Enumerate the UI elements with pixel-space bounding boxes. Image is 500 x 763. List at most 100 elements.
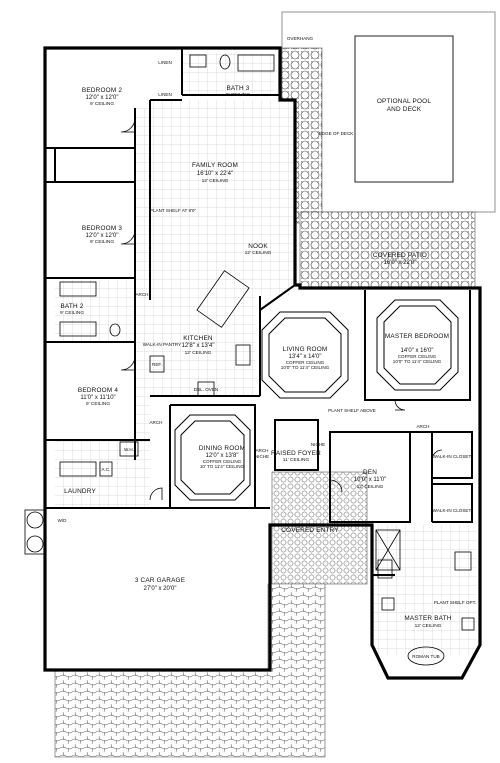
master-bedroom-ceiling2: 10'0" TO 11'4" CEILING	[393, 359, 442, 364]
patio-pavers	[299, 211, 476, 289]
walkin1-label: WALK-IN CLOSET	[433, 454, 472, 459]
ref-label: REF.	[152, 362, 162, 367]
coffer-master	[376, 299, 459, 391]
oven-label: DBL. OVEN	[194, 387, 219, 392]
dining-room-ceiling: COFFER CEILING	[203, 459, 242, 464]
bedroom4-ceiling: 9' CEILING	[86, 401, 110, 407]
garage-name: 3 CAR GARAGE	[135, 577, 185, 584]
family-room-ceiling: 12' CEILING	[202, 178, 229, 184]
label-living-room: LIVING ROOM 13'4" x 14'0" COFFER CEILING…	[281, 346, 330, 370]
label-bedroom3: BEDROOM 3 12'0" x 12'0" 9' CEILING	[82, 225, 122, 245]
coffer-living	[261, 311, 349, 399]
tile-bath3	[182, 53, 274, 95]
family-room-dims: 16'10" x 22'4"	[197, 171, 233, 177]
den-dims: 10'0" x 11'0"	[354, 477, 386, 483]
master-bath-ceiling: 12' CEILING	[415, 623, 442, 629]
label-covered-entry: COVERED ENTRY	[281, 527, 339, 534]
roman-tub	[407, 646, 445, 666]
plant-shelf-master-label: PLANT SHELF OPT.	[434, 600, 476, 605]
bedroom2-name: BEDROOM 2	[82, 87, 122, 94]
arch4-label: ARCH	[416, 424, 429, 429]
label-bedroom2: BEDROOM 2 12'0" x 12'0" 9' CEILING	[82, 87, 122, 107]
bedroom3-dims: 12'0" x 12'0"	[86, 233, 119, 239]
fixtures	[24, 54, 475, 666]
bath2-ceiling: 9' CEILING	[60, 310, 84, 316]
niche2-label: NICHE	[311, 442, 325, 447]
label-master-bedroom: MASTER BEDROOM 14'0" x 16'0" COFFER CEIL…	[385, 333, 449, 364]
label-dining-room: DINING ROOM 12'0" x 13'8" COFFER CEILING…	[199, 445, 245, 469]
walkin-pantry-label: WALK-IN PANTRY	[143, 342, 181, 347]
dining-room-name: DINING ROOM	[199, 445, 245, 452]
dining-room-ceiling2: 10' TO 11'4" CEILING	[200, 464, 245, 469]
nook-ceiling: 12' CEILING	[245, 250, 272, 256]
label-kitchen: KITCHEN 12'8" x 13'4" 12' CEILING	[182, 335, 215, 356]
optional-pool	[354, 35, 454, 183]
entry-pavers	[271, 471, 368, 585]
family-room-name: FAMILY ROOM	[192, 162, 238, 169]
arch1-label: ARCH	[135, 292, 148, 297]
edge-of-deck-label: EDGE OF DECK	[319, 131, 355, 136]
label-bath3: BATH 3 9' CEILING	[226, 85, 250, 98]
bedroom4-dims: 11'0" x 11'10"	[80, 395, 115, 401]
label-nook: NOOK 12' CEILING	[245, 243, 272, 256]
interior-walls	[45, 48, 473, 576]
bath2-name: BATH 2	[60, 303, 83, 310]
den-name: DEN	[363, 469, 377, 476]
living-room-ceiling2: 10'0" TO 11'4" CEILING	[281, 365, 330, 370]
living-room-name: LIVING ROOM	[283, 346, 328, 353]
annotations: LINEN LINEN OVERHANG EDGE OF DECK PLANT …	[58, 36, 477, 659]
coffer-dining	[174, 414, 251, 501]
kitchen-ceiling: 12' CEILING	[185, 350, 212, 356]
label-garage: 3 CAR GARAGE 27'0" x 20'0"	[135, 577, 185, 592]
bedroom2-ceiling: 9' CEILING	[90, 101, 114, 107]
arch2-label: ARCH	[149, 420, 162, 425]
master-bedroom-name: MASTER BEDROOM	[385, 333, 449, 340]
covered-patio-name: COVERED PATIO	[373, 252, 427, 259]
tile-kitchen	[150, 296, 255, 396]
label-laundry: LAUNDRY	[64, 488, 96, 495]
kitchen-name: KITCHEN	[183, 335, 213, 342]
covered-patio-dims: 16'0" x 22'0"	[384, 260, 417, 266]
garage-dims: 27'0" x 20'0"	[144, 586, 177, 592]
living-room-dims: 13'4" x 14'0"	[289, 354, 322, 360]
label-den: DEN 10'0" x 11'0" 12' CEILING	[354, 469, 386, 490]
laundry-name: LAUNDRY	[64, 488, 96, 495]
ac-label: A.C.	[102, 467, 111, 472]
master-bath-name: MASTER BATH	[404, 615, 451, 622]
living-room-ceiling: COFFER CEILING	[286, 360, 325, 365]
kitchen-dims: 12'8" x 13'4"	[182, 343, 215, 349]
master-bedroom-ceiling: COFFER CEILING	[398, 354, 437, 359]
roman-tub-label: ROMAN TUB	[412, 654, 439, 659]
bath3-ceiling: 9' CEILING	[226, 92, 250, 98]
bath3-name: BATH 3	[226, 85, 249, 92]
linen1-label: LINEN	[158, 60, 172, 65]
label-master-bath: MASTER BATH 12' CEILING	[404, 615, 451, 629]
linen2-label: LINEN	[158, 92, 172, 97]
bedroom4-name: BEDROOM 4	[78, 387, 118, 394]
label-family-room: FAMILY ROOM 16'10" x 22'4" 12' CEILING	[192, 162, 238, 184]
raised-foyer-ceiling: 11' CEILING	[283, 457, 310, 463]
door-swings	[120, 117, 443, 501]
covered-entry-name: COVERED ENTRY	[281, 527, 339, 534]
wh-label: W.H.	[124, 447, 134, 452]
den-ceiling: 12' CEILING	[357, 484, 384, 490]
tile-family-nook	[150, 100, 295, 296]
exterior-walls	[43, 46, 482, 680]
master-bedroom-dims: 14'0" x 16'0"	[401, 348, 434, 354]
arch3-label: ARCH	[255, 448, 268, 453]
wd-label: W/D	[58, 518, 68, 523]
plant-shelf-label: PLANT SHELF AT 8'0"	[150, 208, 197, 213]
raised-foyer-name: RAISED FOYER	[271, 450, 321, 457]
niche1-label: NICHE	[255, 454, 269, 459]
tile-bath2	[55, 280, 135, 342]
label-covered-patio: COVERED PATIO 16'0" x 22'0"	[373, 252, 427, 266]
label-bedroom4: BEDROOM 4 11'0" x 11'10" 9' CEILING	[78, 387, 118, 407]
label-bath2: BATH 2 9' CEILING	[60, 303, 84, 316]
label-optional-pool: OPTIONAL POOL AND DECK	[377, 98, 431, 113]
optional-pool-name2: AND DECK	[387, 106, 422, 113]
label-raised-foyer: RAISED FOYER 11' CEILING	[271, 450, 321, 463]
plant-shelf-foyer-label: PLANT SHELF ABOVE	[328, 408, 376, 413]
optional-pool-name: OPTIONAL POOL	[377, 98, 431, 105]
bedroom2-dims: 12'0" x 12'0"	[86, 95, 119, 101]
